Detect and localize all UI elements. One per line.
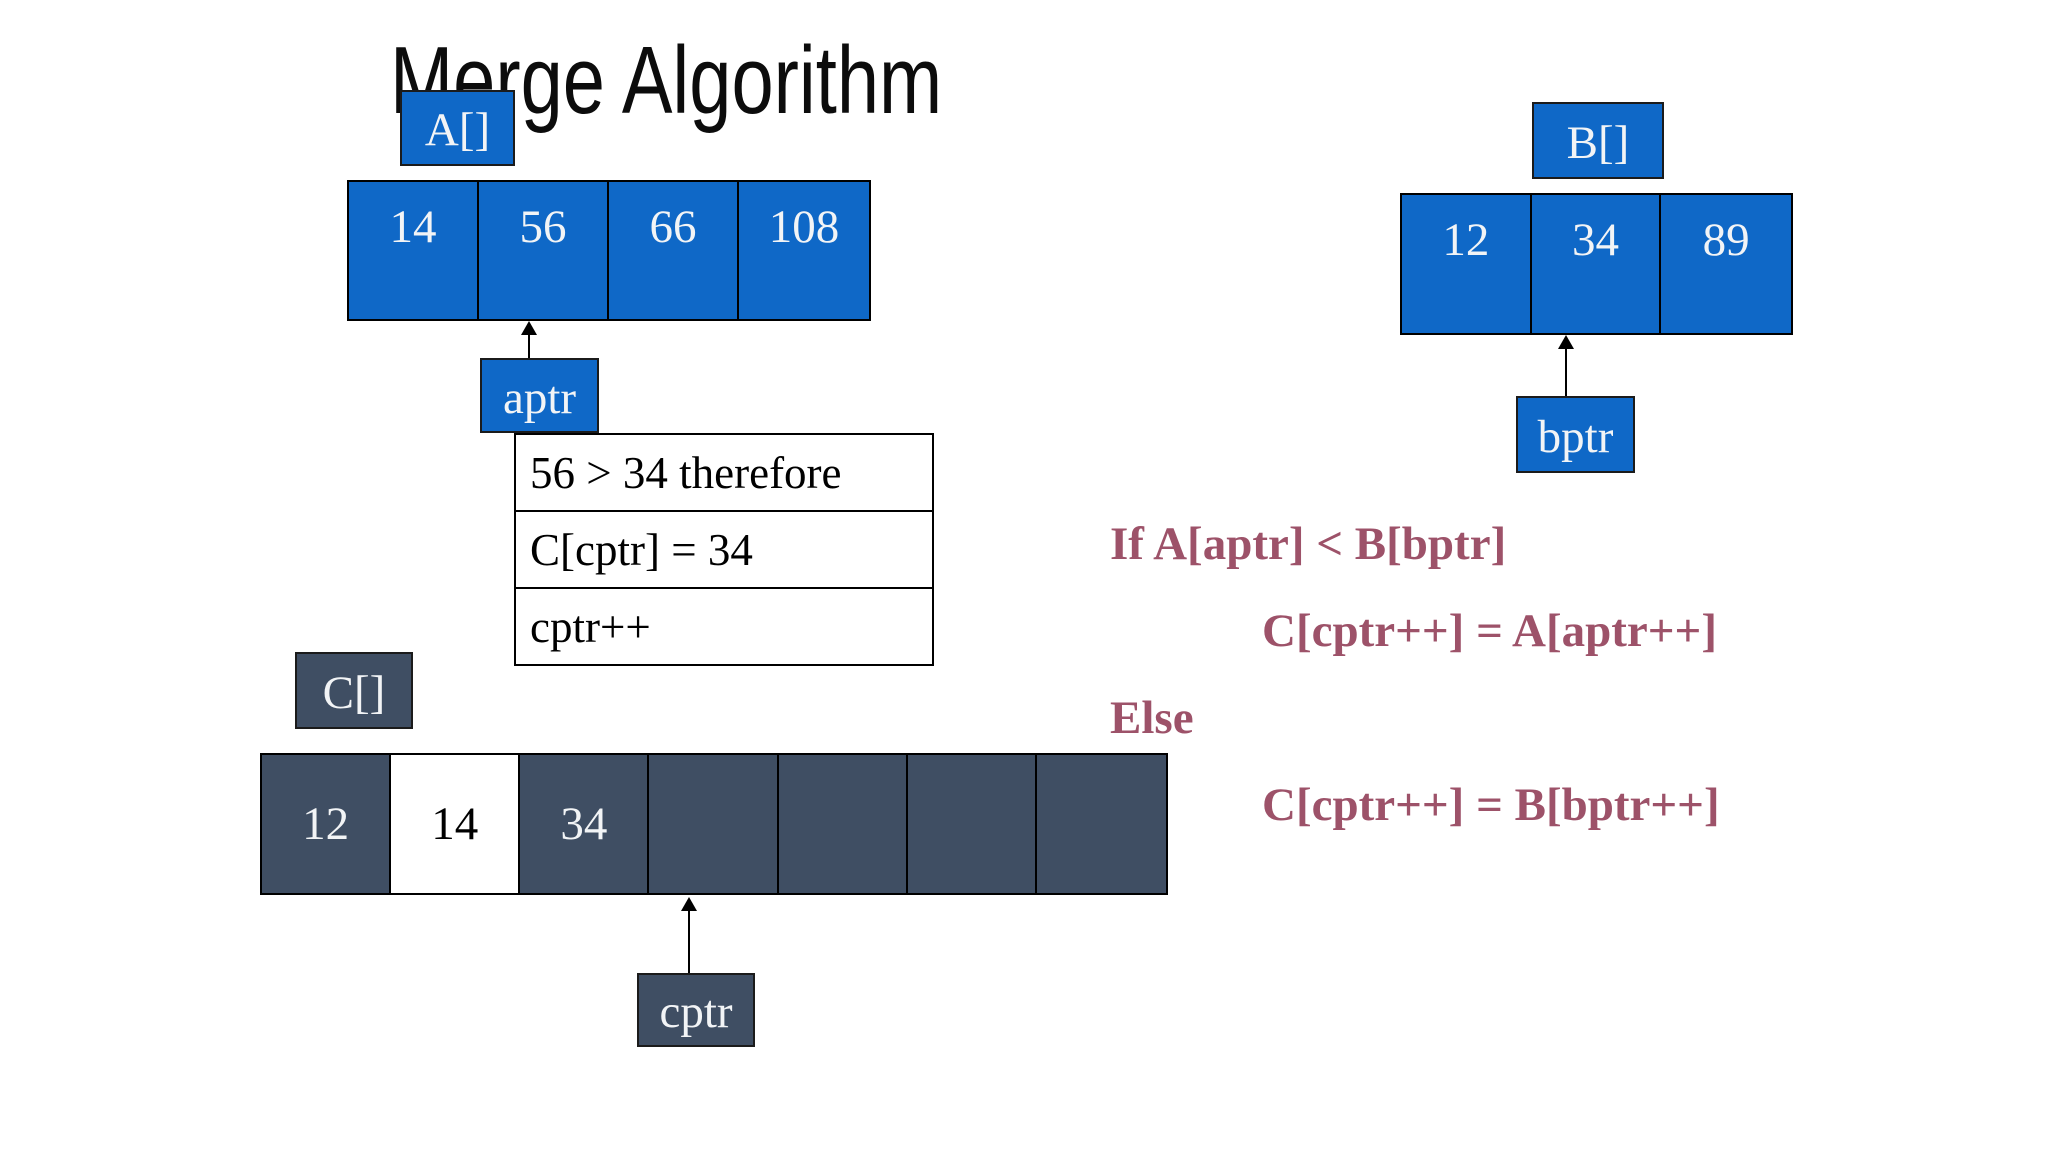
aptr-pointer-label: aptr (502, 371, 577, 424)
arrow-head (1558, 335, 1574, 349)
array-c: 12 14 34 (260, 753, 1168, 895)
array-c-label-text: C[] (322, 666, 386, 719)
cptr-pointer-box: cptr (637, 973, 755, 1047)
array-b: 12 34 89 (1400, 193, 1793, 335)
array-a-cell-0: 14 (349, 182, 479, 319)
array-b-label: B[] (1532, 102, 1664, 179)
arrow-head (681, 897, 697, 911)
array-a-label-text: A[] (424, 104, 491, 156)
array-a: 14 56 66 108 (347, 180, 871, 321)
array-b-label-text: B[] (1566, 116, 1630, 169)
array-c-cell-0: 12 (262, 755, 392, 893)
arrow-line (528, 335, 530, 358)
array-b-cell-0: 12 (1402, 195, 1532, 333)
arrow-line (688, 911, 690, 973)
step-note-box: 56 > 34 therefore C[cptr] = 34 cptr++ (514, 433, 934, 666)
note-row-comparison: 56 > 34 therefore (530, 447, 842, 498)
array-c-cell-5 (907, 755, 1037, 893)
bptr-pointer-label: bptr (1537, 410, 1614, 463)
array-c-cell-4 (778, 755, 908, 893)
arrow-head (521, 321, 537, 335)
array-a-label: A[] (400, 90, 515, 166)
aptr-pointer-box: aptr (480, 358, 599, 433)
array-c-cell-2: 34 (520, 755, 650, 893)
cptr-arrow-up-icon (681, 897, 697, 973)
bptr-pointer-box: bptr (1516, 396, 1635, 473)
array-c-cell-6 (1036, 755, 1166, 893)
cptr-pointer-label: cptr (659, 986, 733, 1038)
array-c-label: C[] (295, 652, 413, 729)
array-a-cell-1: 56 (479, 182, 609, 319)
array-c-cell-1-highlighted: 14 (391, 755, 521, 893)
pseudocode-line-then-assign: C[cptr++] = A[aptr++] (1262, 605, 1717, 657)
array-b-cell-2: 89 (1661, 195, 1791, 333)
array-a-cell-3: 108 (739, 182, 869, 319)
bptr-arrow-up-icon (1558, 335, 1574, 396)
pseudocode-line-else-assign: C[cptr++] = B[bptr++] (1262, 779, 1720, 831)
array-a-cell-2: 66 (609, 182, 739, 319)
array-b-cell-1: 34 (1531, 195, 1662, 333)
pseudocode-line-else: Else (1110, 692, 1194, 744)
arrow-line (1565, 349, 1567, 396)
aptr-arrow-up-icon (521, 321, 537, 358)
note-row-increment: cptr++ (516, 587, 932, 664)
note-row-assignment: C[cptr] = 34 (516, 510, 932, 587)
pseudocode-line-if: If A[aptr] < B[bptr] (1110, 518, 1507, 570)
array-c-cell-3 (649, 755, 779, 893)
